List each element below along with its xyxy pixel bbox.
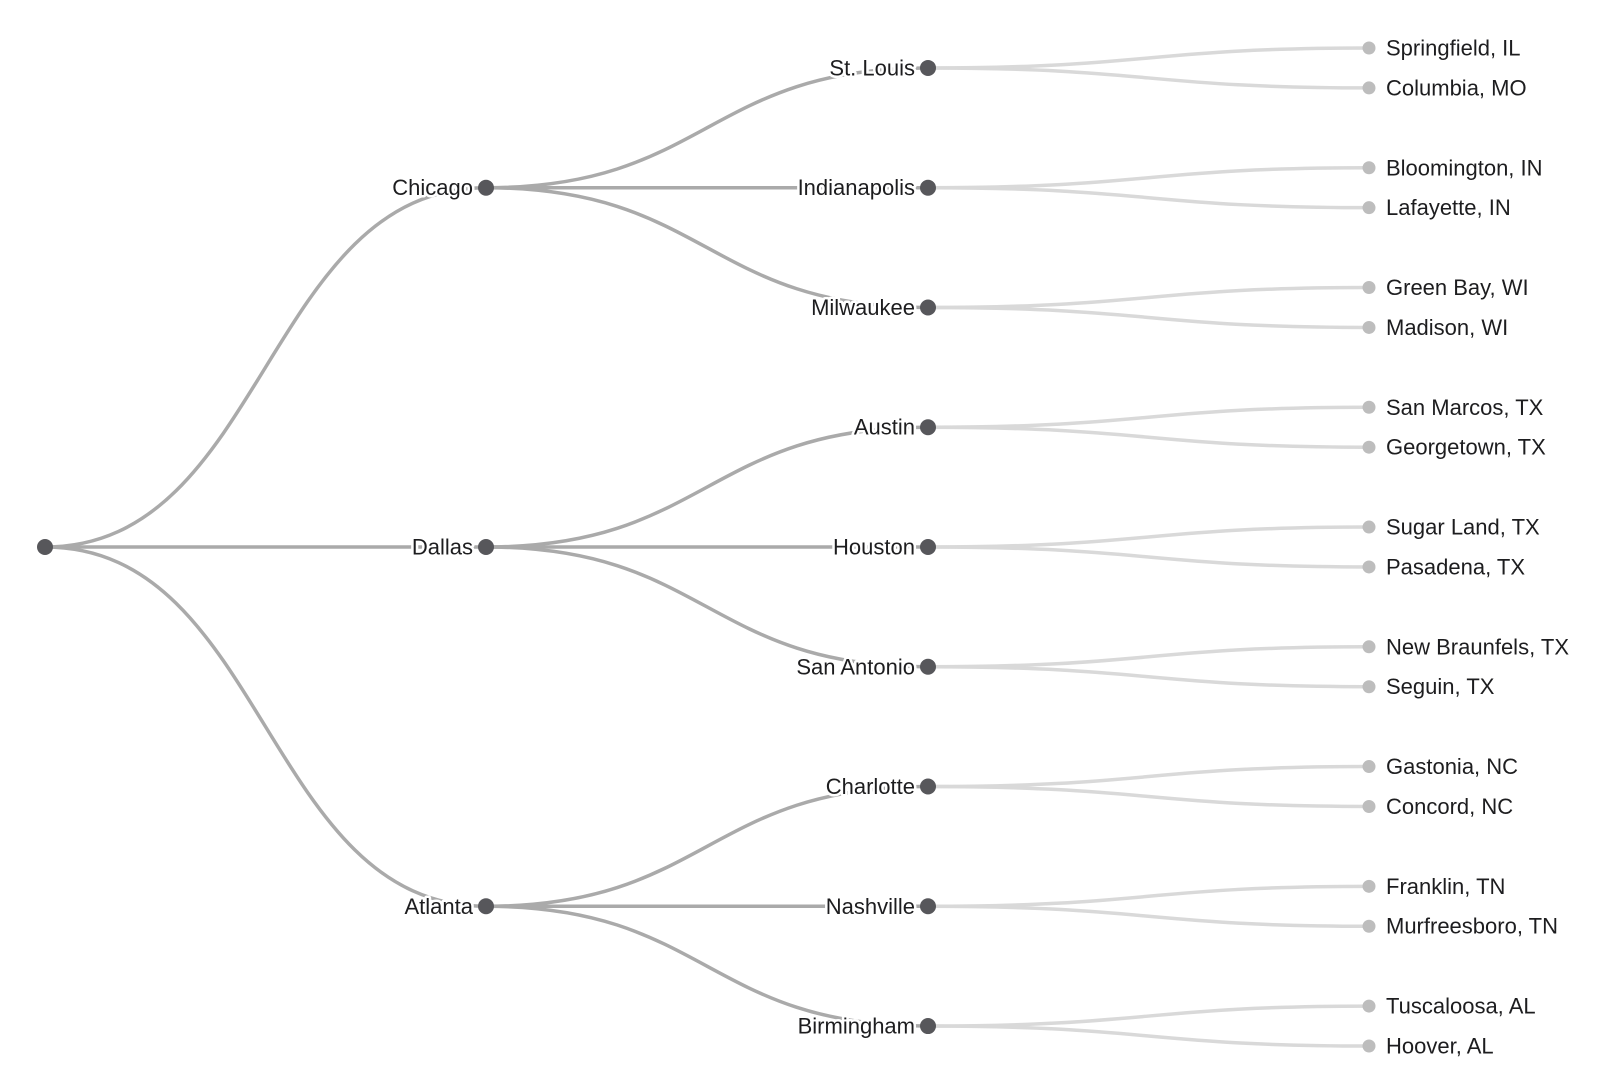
tree-link-milwaukee-madison-wi xyxy=(927,305,1370,330)
tree-label-sugar-land-tx: Sugar Land, TX xyxy=(1386,515,1540,540)
tree-node-san-antonio-dot xyxy=(920,658,936,675)
tree-link-birmingham-tuscaloosa-al xyxy=(927,1004,1370,1028)
tree-node-green-bay-wi-dot xyxy=(1362,281,1376,295)
tree-label-columbia-mo: Columbia, MO xyxy=(1386,75,1527,100)
tree-label-murfreesboro-tn: Murfreesboro, TN xyxy=(1386,914,1558,939)
tree-link-san-antonio-seguin-tx xyxy=(927,665,1370,689)
tree-node-chicago-dot xyxy=(478,179,494,196)
tree-link-charlotte-concord-nc xyxy=(927,784,1370,809)
tree-label-birmingham: Birmingham xyxy=(798,1014,915,1039)
tree-node-milwaukee-dot xyxy=(920,299,936,316)
tree-link-birmingham-hoover-al xyxy=(927,1024,1370,1048)
tree-node-tuscaloosa-al-dot xyxy=(1362,999,1376,1013)
tree-node-madison-wi-dot xyxy=(1362,320,1376,334)
tree-node-bloomington-in-dot xyxy=(1362,161,1376,175)
tree-label-austin: Austin xyxy=(854,415,915,440)
tree-link-dallas-san-antonio xyxy=(485,545,929,669)
tree-link-san-antonio-new-braunfels-tx xyxy=(927,645,1370,669)
tree-link-chicago-st-louis xyxy=(485,66,929,190)
tree-link-austin-georgetown-tx xyxy=(927,425,1370,449)
tree-node-sugar-land-tx-dot xyxy=(1362,520,1376,534)
tree-node-new-braunfels-tx-dot xyxy=(1362,640,1376,654)
tree-label-houston: Houston xyxy=(833,535,915,560)
tree-nodes xyxy=(37,41,1376,1053)
tree-label-concord-nc: Concord, NC xyxy=(1386,794,1513,819)
tree-link-houston-pasadena-tx xyxy=(927,545,1370,569)
tree-node-concord-nc-dot xyxy=(1362,799,1376,813)
tree-link-atlanta-birmingham xyxy=(485,904,929,1028)
tree-node-indianapolis-dot xyxy=(920,179,936,196)
tree-label-pasadena-tx: Pasadena, TX xyxy=(1386,554,1525,579)
tree-label-charlotte: Charlotte xyxy=(826,774,915,799)
tree-node-franklin-tn-dot xyxy=(1362,879,1376,893)
tree-node-springfield-il-dot xyxy=(1362,41,1376,55)
tree-node-dallas-dot xyxy=(478,539,494,555)
tree-labels: Chicago St. Louis Springfield, IL Columbia,… xyxy=(390,33,1572,1061)
tree-label-dallas: Dallas xyxy=(412,535,473,560)
tree-link-houston-sugar-land-tx xyxy=(927,525,1370,549)
tree-link-indianapolis-bloomington-in xyxy=(927,166,1370,190)
tree-label-seguin-tx: Seguin, TX xyxy=(1386,674,1495,699)
tree-node-san-marcos-tx-dot xyxy=(1362,400,1376,414)
tree-label-indianapolis: Indianapolis xyxy=(798,175,915,200)
tree-node-austin-dot xyxy=(920,419,936,436)
tree-label-lafayette-in: Lafayette, IN xyxy=(1386,195,1511,220)
tree-links xyxy=(44,46,1370,1048)
tree-label-gastonia-nc: Gastonia, NC xyxy=(1386,754,1518,779)
tree-node-hoover-al-dot xyxy=(1362,1039,1376,1053)
tree-link-charlotte-gastonia-nc xyxy=(927,764,1370,789)
tree-link-austin-san-marcos-tx xyxy=(927,405,1370,429)
tree-link-dallas-austin xyxy=(485,425,929,549)
tree-label-new-braunfels-tx: New Braunfels, TX xyxy=(1386,634,1569,659)
tree-label-chicago: Chicago xyxy=(392,175,473,200)
tree-node-georgetown-tx-dot xyxy=(1362,440,1376,454)
tree-node-st-louis-dot xyxy=(920,59,936,76)
tree-label-green-bay-wi: Green Bay, WI xyxy=(1386,275,1529,300)
tree-node-charlotte-dot xyxy=(920,778,936,795)
tree-link-milwaukee-green-bay-wi xyxy=(927,285,1370,310)
tree-node-atlanta-dot xyxy=(478,898,494,915)
tree-label-san-marcos-tx: San Marcos, TX xyxy=(1386,395,1544,420)
tree-label-tuscaloosa-al: Tuscaloosa, AL xyxy=(1386,994,1536,1019)
tree-node-pasadena-tx-dot xyxy=(1362,560,1376,574)
tree-node-nashville-dot xyxy=(920,898,936,915)
tree-link-st-louis-columbia-mo xyxy=(927,66,1370,90)
tree-link-root-chicago xyxy=(44,185,487,549)
tree-node-columbia-mo-dot xyxy=(1362,81,1376,95)
tree-label-san-antonio: San Antonio xyxy=(796,654,915,679)
tree-link-nashville-murfreesboro-tn xyxy=(927,904,1370,928)
tree-label-milwaukee: Milwaukee xyxy=(811,295,915,320)
tree-label-nashville: Nashville xyxy=(826,894,915,919)
tree-node-lafayette-in-dot xyxy=(1362,201,1376,215)
tree-link-st-louis-springfield-il xyxy=(927,46,1370,70)
tree-node-houston-dot xyxy=(920,539,936,555)
tree-label-springfield-il: Springfield, IL xyxy=(1386,36,1521,61)
tree-label-georgetown-tx: Georgetown, TX xyxy=(1386,435,1546,460)
tree-link-atlanta-charlotte xyxy=(485,784,929,909)
tree-label-hoover-al: Hoover, AL xyxy=(1386,1034,1494,1059)
tree-label-st-louis: St. Louis xyxy=(829,55,915,80)
tree-label-atlanta: Atlanta xyxy=(405,894,474,919)
tree-link-indianapolis-lafayette-in xyxy=(927,185,1370,210)
tree-label-franklin-tn: Franklin, TN xyxy=(1386,874,1505,899)
tree-link-nashville-franklin-tn xyxy=(927,884,1370,909)
tree-node-seguin-tx-dot xyxy=(1362,680,1376,694)
tree-node-murfreesboro-tn-dot xyxy=(1362,919,1376,933)
tree-node-gastonia-nc-dot xyxy=(1362,760,1376,774)
tree-label-madison-wi: Madison, WI xyxy=(1386,315,1508,340)
tree-node-root-dot xyxy=(37,539,53,555)
tree-link-chicago-milwaukee xyxy=(485,185,929,310)
tree-node-birmingham-dot xyxy=(920,1018,936,1035)
tree-link-root-atlanta xyxy=(44,545,487,909)
tree-label-bloomington-in: Bloomington, IN xyxy=(1386,155,1543,180)
